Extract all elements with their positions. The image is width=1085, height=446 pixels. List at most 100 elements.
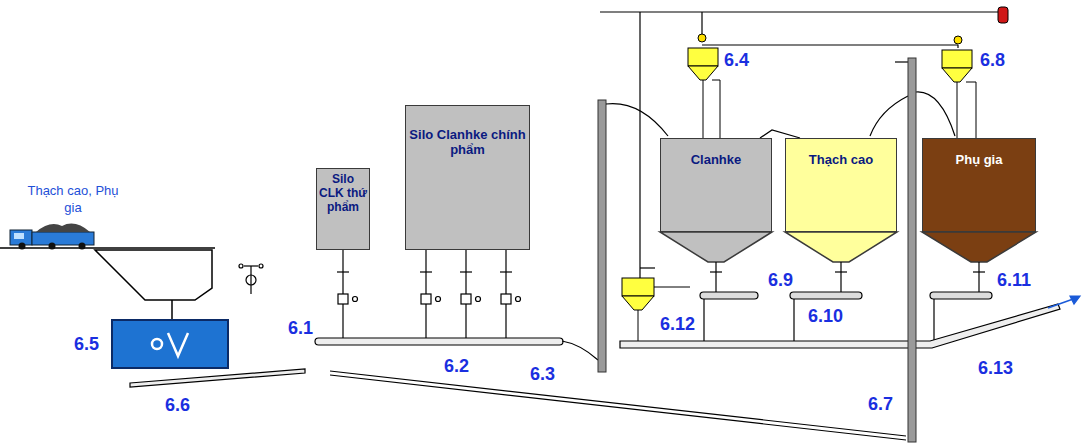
silo-gates	[420, 271, 432, 272]
dust-duct	[640, 267, 655, 268]
truck-icon	[79, 243, 86, 250]
bag-filter-6-8	[942, 68, 972, 82]
storage-silo: Silo Clanhke chính phẩm	[405, 105, 530, 250]
callout-number: 6.6	[165, 395, 190, 416]
storage-silo: Silo CLK thứ phẩm	[316, 168, 370, 250]
callout-number: 6.10	[808, 306, 843, 327]
bucket-elevator-6-3	[598, 100, 668, 372]
callout-number: 6.1	[288, 318, 313, 339]
dust-duct	[702, 44, 958, 45]
feeders	[715, 262, 716, 292]
feeders	[700, 262, 992, 341]
mill-bin: Phụ gia	[922, 138, 1036, 232]
callout-number: 6.5	[74, 334, 99, 355]
callout-number: 6.13	[978, 358, 1013, 379]
silo-gates	[338, 294, 348, 304]
conveyor-6-13	[620, 304, 1060, 348]
mill-bin: Clanhke	[660, 138, 772, 232]
truck-icon	[19, 243, 26, 250]
bag-filter-6-8	[942, 50, 972, 68]
truck-icon	[10, 224, 94, 250]
ground-line	[0, 247, 215, 249]
silo-label: Silo CLK thứ phẩm	[319, 173, 367, 214]
bag-filter-6-8	[966, 82, 976, 138]
conveyor-6-6	[330, 371, 906, 436]
silo-gates	[476, 297, 481, 302]
bag-filter-6-8	[957, 82, 958, 138]
feeders	[933, 299, 934, 341]
bag-filter-6-8	[942, 36, 976, 138]
valve-symbol	[246, 275, 256, 285]
crusher-box	[152, 339, 162, 349]
bag-filter-6-4	[688, 48, 718, 66]
conveyor-6-6	[330, 375, 906, 440]
bucket-elevator-6-7	[908, 58, 916, 442]
conveyor-6-13	[1070, 296, 1080, 304]
bag-filter-6-4	[698, 34, 706, 42]
conveyor-6-6	[130, 369, 906, 440]
feeders	[973, 271, 985, 272]
feeders	[793, 299, 794, 341]
feeders	[840, 262, 841, 292]
silo-gates	[353, 297, 358, 302]
callout-number: 6.9	[768, 270, 793, 291]
feeders	[978, 262, 979, 292]
truck-icon	[32, 232, 94, 245]
silo-gates	[461, 294, 471, 304]
ground-line	[0, 247, 215, 249]
feeders	[710, 271, 722, 272]
silo-label: Thạch cao	[809, 153, 873, 168]
bucket-elevator-6-3	[598, 100, 606, 372]
silo-gates	[421, 294, 431, 304]
silo-roof-chutes	[760, 62, 955, 138]
feeders	[703, 299, 704, 341]
bag-filter-6-12	[654, 287, 690, 288]
dust-duct	[600, 11, 998, 12]
bag-filter-6-4	[712, 80, 720, 138]
silo-cones	[660, 232, 1036, 262]
exhaust-fan	[998, 7, 1008, 23]
callout-number: 6.7	[868, 394, 893, 415]
valve-symbol	[239, 264, 243, 268]
feeders	[700, 292, 758, 299]
bag-filter-6-4	[688, 34, 720, 138]
silo-gates	[500, 271, 512, 272]
silo-gates	[337, 271, 349, 272]
silo-label: Phụ gia	[956, 153, 1003, 168]
silo-roof-chutes	[895, 61, 908, 62]
callout-number: 6.11	[997, 270, 1031, 291]
exhaust-fan	[998, 7, 1008, 23]
callout-number: 6.4	[724, 50, 749, 71]
valve-symbol	[250, 266, 251, 294]
feeders	[790, 292, 862, 299]
material-label: Thạch cao, Phụ gia	[18, 183, 128, 217]
dust-duct	[701, 12, 702, 34]
silo-label: Silo Clanhke chính phẩm	[408, 128, 527, 158]
receiving-hopper	[95, 250, 212, 300]
silo-roof-chutes	[870, 96, 908, 136]
callout-number: 6.2	[444, 356, 469, 377]
truck-icon	[36, 224, 90, 232]
silo-cones	[922, 232, 1036, 262]
conveyor-6-13	[620, 296, 1080, 348]
crusher-box	[168, 333, 188, 356]
silo-roof-chutes	[916, 92, 955, 136]
truck-icon	[14, 233, 24, 239]
conveyor-6-2	[562, 341, 598, 360]
dust-duct	[639, 12, 640, 278]
valve-symbol	[239, 264, 263, 294]
silo-label: Clanhke	[691, 153, 742, 168]
silo-cones	[660, 232, 772, 262]
callout-number: 6.12	[660, 314, 695, 335]
receiving-hopper	[171, 300, 173, 320]
bag-filter-6-12	[638, 310, 639, 341]
bag-filter-6-4	[688, 66, 718, 80]
bag-filter-6-8	[954, 36, 962, 44]
silo-gates	[436, 297, 441, 302]
conveyor-6-2	[315, 338, 563, 345]
crusher-box	[112, 320, 228, 368]
valve-symbol	[259, 264, 263, 268]
bag-filter-6-12	[622, 296, 654, 310]
callout-number: 6.8	[980, 50, 1005, 71]
